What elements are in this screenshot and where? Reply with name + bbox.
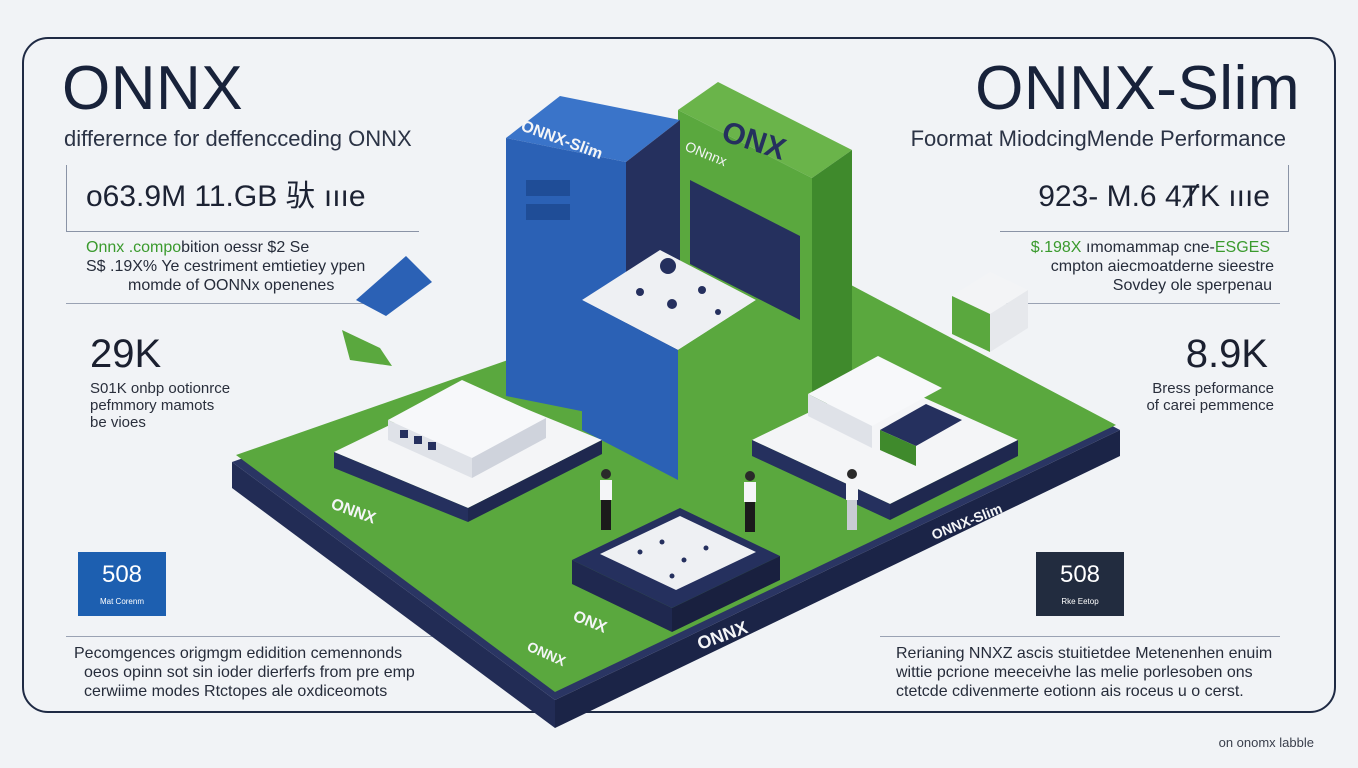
left-bottom-line1: Pecomgences origmgm edidition cemennonds [74,645,403,662]
right-floating-box [952,272,1028,352]
right-bottom-divider [880,636,1280,637]
left-desc-line3: momde of OONNx openenes [128,277,335,294]
left-desc-line2: S$ .19X% Ye cestriment emtietiey ypen [86,258,366,275]
right-bottom-line2: wittie pcrione meeceivhe las melie porle… [896,664,1253,681]
right-subtitle: Foormat MiodcingMende Performance [910,126,1286,151]
right-stat-box [1000,165,1289,232]
left-small-line3: be vioes [90,414,146,431]
left-title: ONNX [62,54,244,123]
front-cube [582,250,756,480]
right-badge: 508 Rke Eetop [1036,552,1124,616]
footer-caption: on onomx labble [1218,735,1314,750]
left-stat-line: o63.9M 11.GB 驮 ıııe [86,180,366,213]
right-stat-line: 923- M.6 4ȾK ıııe [1038,180,1270,213]
left-bottom-line3: cerwiime modes Rtctopes ale oxdiceomots [84,683,388,700]
left-big-number: 29K [90,332,162,376]
left-divider [66,303,396,304]
left-desc-rest: bition oessr $2 Se [181,239,310,256]
left-desc-line1: Onnx .compobition oessr $2 Se [86,238,309,257]
right-divider [1000,303,1280,304]
right-badge-value: 508 [1059,560,1101,588]
right-desc-rest: ımomammap cne- [1085,239,1215,256]
right-small-line2: of carei pemmence [1146,397,1274,414]
left-stat-box [66,165,419,232]
content-frame [22,37,1336,713]
left-module [334,380,602,522]
right-desc-green2: ESGES [1214,239,1270,256]
right-big-number: 8.9K [1185,332,1268,376]
green-flag-shape [342,330,392,366]
left-badge-value: 508 [101,560,143,588]
left-small-line1: S01K onbp ootionrce [90,380,231,397]
left-badge: 508 Mat Corenm [78,552,166,616]
left-badge-label: Mat Corenm [99,596,144,606]
right-desc-line1: $.198X ımomammap cne-ESGES [1031,238,1270,257]
left-bottom-line2: oeos opinn sot sin ioder dierferfs from … [84,664,415,681]
left-bottom-divider [66,636,436,637]
right-desc-line3: Sovdey ole sperpenau [1112,277,1272,294]
right-badge-label: Rke Eetop [1061,596,1099,606]
right-desc-line2: cmpton aiecmoatderne sieestre [1050,258,1274,275]
right-desc-green: $.198X [1030,239,1082,256]
right-bottom-line3: ctetcde cdivenmerte eotionn ais roceus u… [896,683,1244,700]
left-small-line2: pefmmory mamots [90,397,215,414]
blue-flag-shape [356,256,432,316]
right-small-line1: Bress peformance [1152,380,1274,397]
bottom-module [572,508,780,632]
right-bottom-line1: Rerianing NNXZ ascis stuitietdee Metenen… [896,645,1273,662]
people-figures [600,469,858,532]
right-title: ONNX-Slim [975,54,1300,123]
left-desc-green: Onnx .compo [86,239,182,256]
left-subtitle: differernce for deffencceding ONNX [64,126,412,151]
